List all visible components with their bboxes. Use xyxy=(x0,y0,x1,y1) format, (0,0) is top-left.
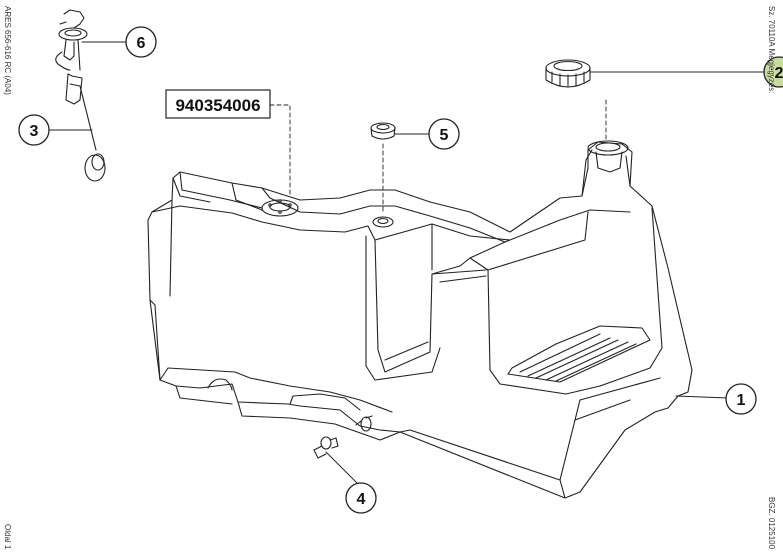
leader-line-pn xyxy=(269,104,291,197)
drain-fitting-drawing xyxy=(313,436,339,459)
model-code-text: ARES 656-616 RC (A04) xyxy=(3,6,12,95)
callout-1[interactable]: 1 xyxy=(725,383,757,415)
callout-3[interactable]: 3 xyxy=(18,114,50,146)
grommet-drawing xyxy=(370,122,396,140)
fuel-tank-drawing xyxy=(147,140,693,499)
part-number-box: 940354006 xyxy=(165,89,271,119)
callout-5[interactable]: 5 xyxy=(428,118,460,150)
leader-line-4 xyxy=(325,451,361,487)
callout-1-label: 1 xyxy=(737,392,746,409)
callout-2[interactable]: 2 xyxy=(763,56,783,88)
callout-5-label: 5 xyxy=(440,127,449,144)
callout-6-label: 6 xyxy=(137,35,146,52)
fuel-sender-drawing xyxy=(55,9,106,182)
document-code-text: BGZ. 0125100 xyxy=(767,497,776,550)
callout-2-label: 2 xyxy=(775,65,783,82)
callout-3-label: 3 xyxy=(30,123,39,140)
callout-4-label: 4 xyxy=(357,491,366,508)
part-number-text: 940354006 xyxy=(175,96,260,115)
reference-note-text: Sz. 70110A Megjegyzés: xyxy=(767,6,776,94)
callout-4[interactable]: 4 xyxy=(345,482,377,514)
fuel-cap-drawing xyxy=(545,59,591,88)
callout-6[interactable]: 6 xyxy=(125,26,157,58)
page-label-text: Oldal 1 xyxy=(3,524,12,550)
leader-line-1 xyxy=(675,395,729,399)
